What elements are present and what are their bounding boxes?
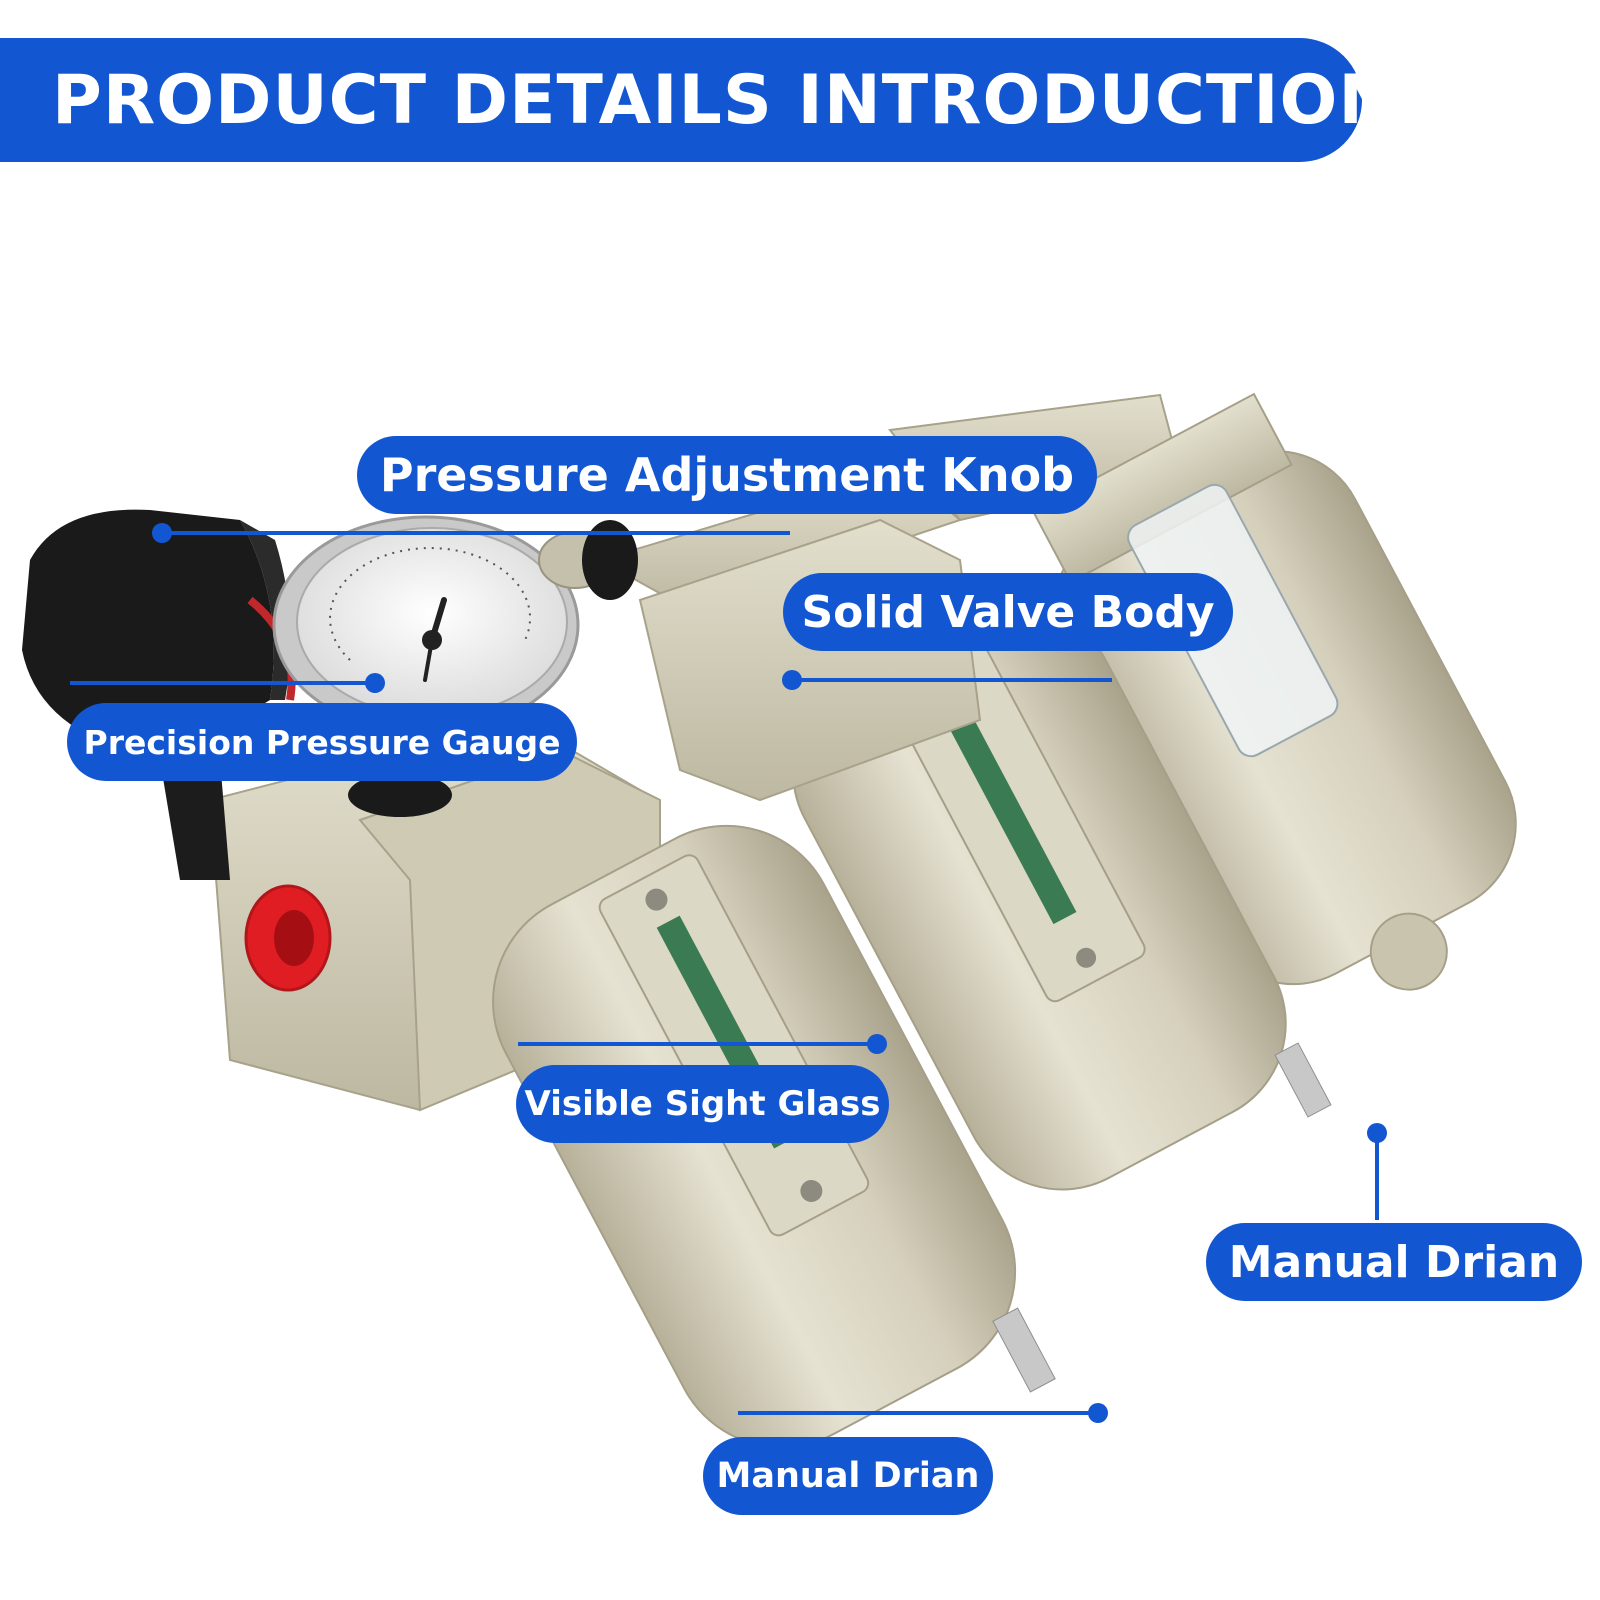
callout-manual-drain-right: Manual Drian <box>1206 1223 1582 1301</box>
sight-glass-middle <box>940 700 1077 925</box>
callout-manual-drain-bottom: Manual Drian <box>703 1437 993 1515</box>
drain-right-leader-dot <box>1367 1123 1387 1143</box>
pressure-gauge <box>272 515 580 817</box>
drain-bottom-leader-dot <box>1088 1403 1108 1423</box>
callout-pressure-adjustment-knob: Pressure Adjustment Knob <box>357 436 1097 514</box>
title-banner: PRODUCT DETAILS INTRODUCTION <box>0 38 1395 162</box>
callout-label: Manual Drian <box>716 1456 980 1496</box>
callout-label: Manual Drian <box>1228 1236 1560 1288</box>
drain-valve-middle <box>1274 1042 1332 1118</box>
callout-solid-valve-body: Solid Valve Body <box>783 573 1233 651</box>
back-fitting <box>538 520 638 600</box>
callout-label: Solid Valve Body <box>801 586 1215 638</box>
red-inlet-port <box>244 884 332 992</box>
callout-label: Pressure Adjustment Knob <box>379 448 1075 502</box>
callout-label: Visible Sight Glass <box>524 1084 881 1124</box>
callout-precision-pressure-gauge: Precision Pressure Gauge <box>67 703 577 781</box>
body-leader-dot <box>782 670 802 690</box>
knob-leader-dot <box>152 523 172 543</box>
callout-visible-sight-glass: Visible Sight Glass <box>516 1065 889 1143</box>
callout-lines <box>70 523 1387 1423</box>
gauge-leader-dot <box>365 673 385 693</box>
glass-leader-dot <box>867 1034 887 1054</box>
page-title: PRODUCT DETAILS INTRODUCTION <box>52 60 1397 140</box>
drain-valve-front <box>992 1307 1056 1393</box>
callout-label: Precision Pressure Gauge <box>83 722 561 762</box>
